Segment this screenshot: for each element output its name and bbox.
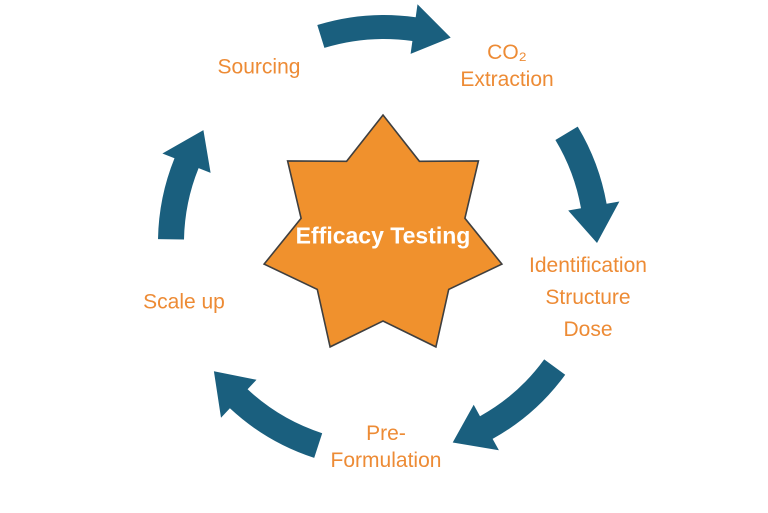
stage-line: Pre- <box>366 422 406 445</box>
curved-arrow-pre-formulation-to-scale-up <box>213 371 323 458</box>
stage-line: Scale up <box>143 290 225 314</box>
stage-line: Sourcing <box>217 55 301 79</box>
center-star <box>262 113 504 349</box>
stage-label-sourcing: Sourcing <box>218 54 301 81</box>
center-star-label: Efficacy Testing <box>295 222 471 249</box>
curved-arrow-identification-to-pre-formulation <box>452 359 566 451</box>
stage-line: Dose <box>563 318 613 341</box>
stage-label-pre-formulation: Pre- Formulation <box>331 420 442 474</box>
stage-line: Identification <box>529 254 647 277</box>
stage-line: Structure <box>545 286 631 309</box>
curved-arrow-co2-extraction-to-identification <box>555 126 620 243</box>
curved-arrow-sourcing-to-co2-extraction <box>317 4 451 54</box>
stage-line: Formulation <box>330 449 442 472</box>
stage-line: Extraction <box>460 68 554 91</box>
stage-line: CO₂ <box>487 41 527 64</box>
stage-label-identification-structure-dose: Identification Structure Dose <box>529 250 647 346</box>
stage-label-co2-extraction: CO₂ Extraction <box>460 39 553 93</box>
curved-arrow-scale-up-to-sourcing <box>158 130 211 240</box>
stage-label-scale-up: Scale up <box>143 289 225 316</box>
